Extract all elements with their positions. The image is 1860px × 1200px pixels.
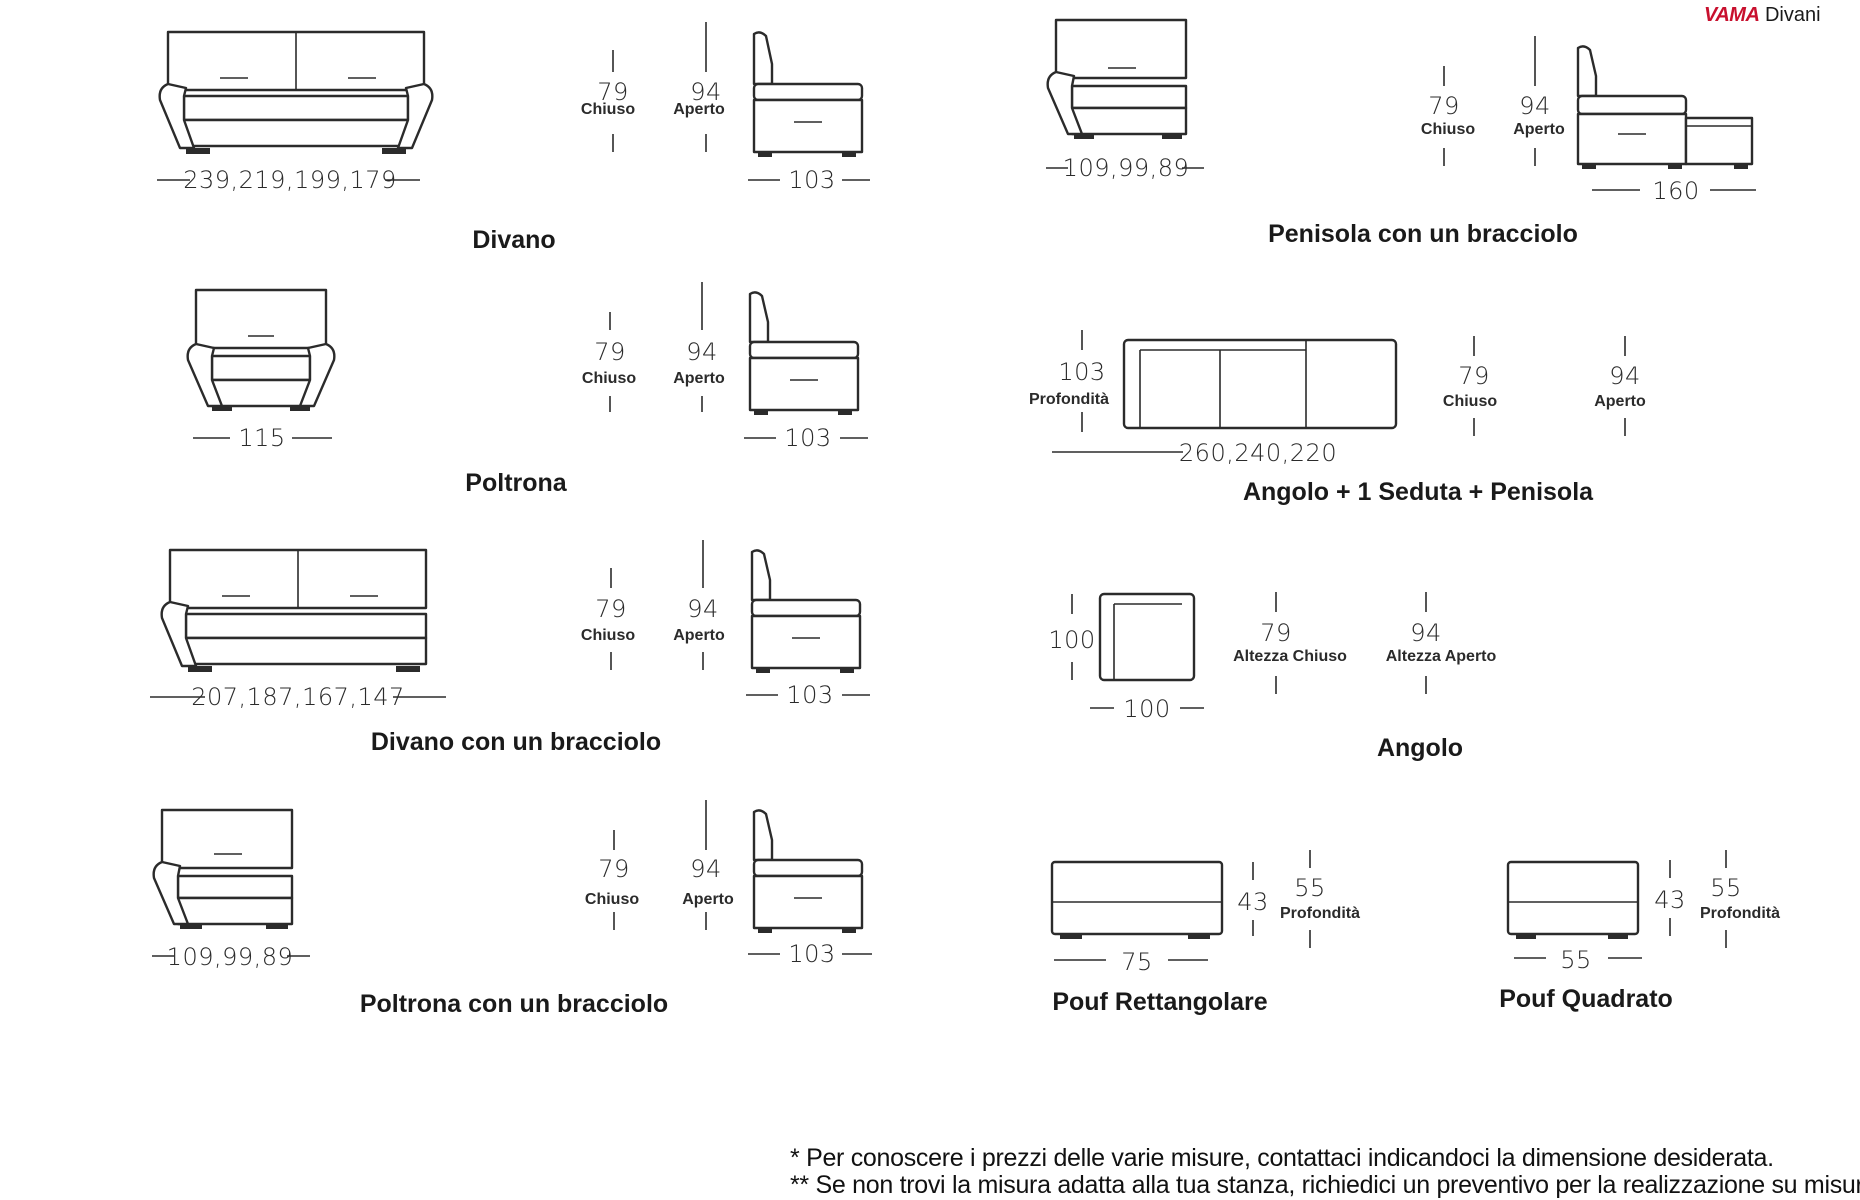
poltrona-front-view: 115 xyxy=(186,288,336,452)
angolo-h-open-value: 94 xyxy=(1410,619,1442,647)
asp-aperto-label: Aperto xyxy=(1594,393,1646,410)
footnote-2: ** Se non trovi la misura adatta alla tu… xyxy=(790,1171,1860,1199)
asp-h-closed-value: 79 xyxy=(1458,362,1490,390)
penisola-width-value: 109,99,89 xyxy=(1063,154,1190,182)
divano-chiuso-label: Chiuso xyxy=(581,101,635,118)
divano-front-view: 239,219,199,179 xyxy=(157,30,434,194)
pouf-rett-depth-value: 55 xyxy=(1294,874,1326,902)
asp-width-value: 260,240,220 xyxy=(1179,439,1337,467)
pouf-rett-profondita-label: Profondità xyxy=(1280,905,1360,922)
angolo-altezza-chiuso-label: Altezza Chiuso xyxy=(1233,648,1347,665)
angolo-altezza-aperto-label: Altezza Aperto xyxy=(1386,648,1497,665)
poltrona-bracciolo-aperto-label: Aperto xyxy=(682,891,734,908)
poltrona-width-value: 115 xyxy=(238,424,285,452)
penisola-h-open-value: 94 xyxy=(1519,92,1551,120)
pouf-rett-height-value: 43 xyxy=(1237,888,1269,916)
divano-h-open-value: 94 xyxy=(690,78,722,106)
divano-bracciolo-h-open-value: 94 xyxy=(687,595,719,623)
poltrona-bracciolo-chiuso-label: Chiuso xyxy=(585,891,639,908)
penisola-depth-value: 160 xyxy=(1652,177,1699,205)
item-penisola: 109,99,89 79 Chiuso 94 Aperto 160 Pe xyxy=(1046,18,1756,248)
pouf-quad-height-value: 43 xyxy=(1654,886,1686,914)
divano-bracciolo-front-view: 207,187,167,147 xyxy=(150,548,446,711)
penisola-chiuso-label: Chiuso xyxy=(1421,121,1475,138)
divano-bracciolo-depth-value: 103 xyxy=(786,681,833,709)
item-angolo: 100 100 79 Altezza Chiuso 94 Altezza Ape… xyxy=(1048,592,1496,762)
item-angolo-seduta-penisola: 260,240,220 103 Profondità 79 Chiuso 94 … xyxy=(1029,330,1646,506)
pouf-quad-depth-value: 55 xyxy=(1710,874,1742,902)
divano-bracciolo-h-closed-value: 79 xyxy=(595,595,627,623)
divano-bracciolo-width-value: 207,187,167,147 xyxy=(191,683,405,711)
divano-title: Divano xyxy=(472,226,555,254)
poltrona-bracciolo-side-view: 103 xyxy=(748,809,872,968)
penisola-heights: 79 Chiuso 94 Aperto xyxy=(1421,36,1565,166)
poltrona-title: Poltrona xyxy=(465,469,567,497)
pouf-rett-width-value: 75 xyxy=(1121,948,1153,976)
poltrona-depth-value: 103 xyxy=(784,424,831,452)
poltrona-bracciolo-h-open-value: 94 xyxy=(690,855,722,883)
asp-heights: 79 Chiuso 94 Aperto xyxy=(1443,336,1646,436)
pouf-quad-title: Pouf Quadrato xyxy=(1499,985,1673,1013)
poltrona-bracciolo-depth-value: 103 xyxy=(788,940,835,968)
asp-chiuso-label: Chiuso xyxy=(1443,393,1497,410)
divano-bracciolo-heights: 79 Chiuso 94 Aperto xyxy=(581,540,725,670)
asp-title: Angolo + 1 Seduta + Penisola xyxy=(1243,478,1594,506)
poltrona-heights: 79 Chiuso 94 Aperto xyxy=(582,282,725,412)
divano-width-value: 239,219,199,179 xyxy=(183,166,397,194)
penisola-aperto-label: Aperto xyxy=(1513,121,1565,138)
divano-side-view: 103 xyxy=(748,31,870,194)
penisola-side-view: 160 xyxy=(1576,45,1756,205)
penisola-front-view: 109,99,89 xyxy=(1046,18,1204,182)
item-poltrona-bracciolo: 109,99,89 79 Chiuso 94 Aperto 103 Poltro… xyxy=(152,800,872,1018)
brand-logo: VAMA Divani xyxy=(1704,4,1821,27)
angolo-h-closed-value: 79 xyxy=(1260,619,1292,647)
asp-top-view: 260,240,220 103 Profondità xyxy=(1029,330,1398,467)
angolo-title: Angolo xyxy=(1377,734,1463,762)
divano-bracciolo-side-view: 103 xyxy=(746,549,870,709)
penisola-h-closed-value: 79 xyxy=(1428,92,1460,120)
asp-h-open-value: 94 xyxy=(1609,362,1641,390)
item-poltrona: 115 79 Chiuso 94 Aperto 103 Poltrona xyxy=(186,282,868,497)
asp-depth-value: 103 xyxy=(1058,358,1105,386)
poltrona-aperto-label: Aperto xyxy=(673,370,725,387)
pouf-quad-profondita-label: Profondità xyxy=(1700,905,1780,922)
poltrona-h-closed-value: 79 xyxy=(594,338,626,366)
angolo-top-view: 100 100 xyxy=(1048,592,1204,723)
angolo-depth-value: 100 xyxy=(1048,626,1095,654)
poltrona-bracciolo-front-view: 109,99,89 xyxy=(152,808,310,971)
pouf-rett-title: Pouf Rettangolare xyxy=(1052,988,1267,1016)
poltrona-h-open-value: 94 xyxy=(686,338,718,366)
angolo-width-value: 100 xyxy=(1123,695,1170,723)
divano-bracciolo-title: Divano con un bracciolo xyxy=(371,728,661,756)
poltrona-bracciolo-heights: 79 Chiuso 94 Aperto xyxy=(585,800,734,930)
divano-bracciolo-aperto-label: Aperto xyxy=(673,627,725,644)
footnote-1: * Per conoscere i prezzi delle varie mis… xyxy=(790,1144,1774,1172)
pouf-rett-front-view: 75 43 55 Profondità xyxy=(1050,850,1360,976)
poltrona-bracciolo-width-value: 109,99,89 xyxy=(167,943,294,971)
divano-depth-value: 103 xyxy=(788,166,835,194)
pouf-quad-front-view: 55 43 55 Profondità xyxy=(1506,850,1780,974)
poltrona-chiuso-label: Chiuso xyxy=(582,370,636,387)
asp-profondita-label: Profondità xyxy=(1029,391,1109,408)
poltrona-bracciolo-h-closed-value: 79 xyxy=(598,855,630,883)
divano-aperto-label: Aperto xyxy=(673,101,725,118)
poltrona-side-view: 103 xyxy=(744,291,868,452)
logo-brand: VAMA xyxy=(1704,4,1760,26)
divano-bracciolo-chiuso-label: Chiuso xyxy=(581,627,635,644)
penisola-title: Penisola con un bracciolo xyxy=(1268,220,1578,248)
angolo-heights: 79 Altezza Chiuso 94 Altezza Aperto xyxy=(1233,592,1496,694)
logo-suffix: Divani xyxy=(1764,4,1821,26)
divano-h-closed-value: 79 xyxy=(597,78,629,106)
pouf-quad-width-value: 55 xyxy=(1560,946,1592,974)
item-pouf-quad: 55 43 55 Profondità Pouf Quadrato xyxy=(1499,850,1780,1013)
divano-heights: 79 Chiuso 94 Aperto xyxy=(581,22,725,152)
item-divano-bracciolo: 207,187,167,147 79 Chiuso 94 Aperto 103 … xyxy=(150,540,870,756)
poltrona-bracciolo-title: Poltrona con un bracciolo xyxy=(360,990,668,1018)
item-pouf-rett: 75 43 55 Profondità Pouf Rettangolare xyxy=(1050,850,1360,1016)
item-divano: 239,219,199,179 79 Chiuso 94 Aperto 103 … xyxy=(157,22,870,254)
